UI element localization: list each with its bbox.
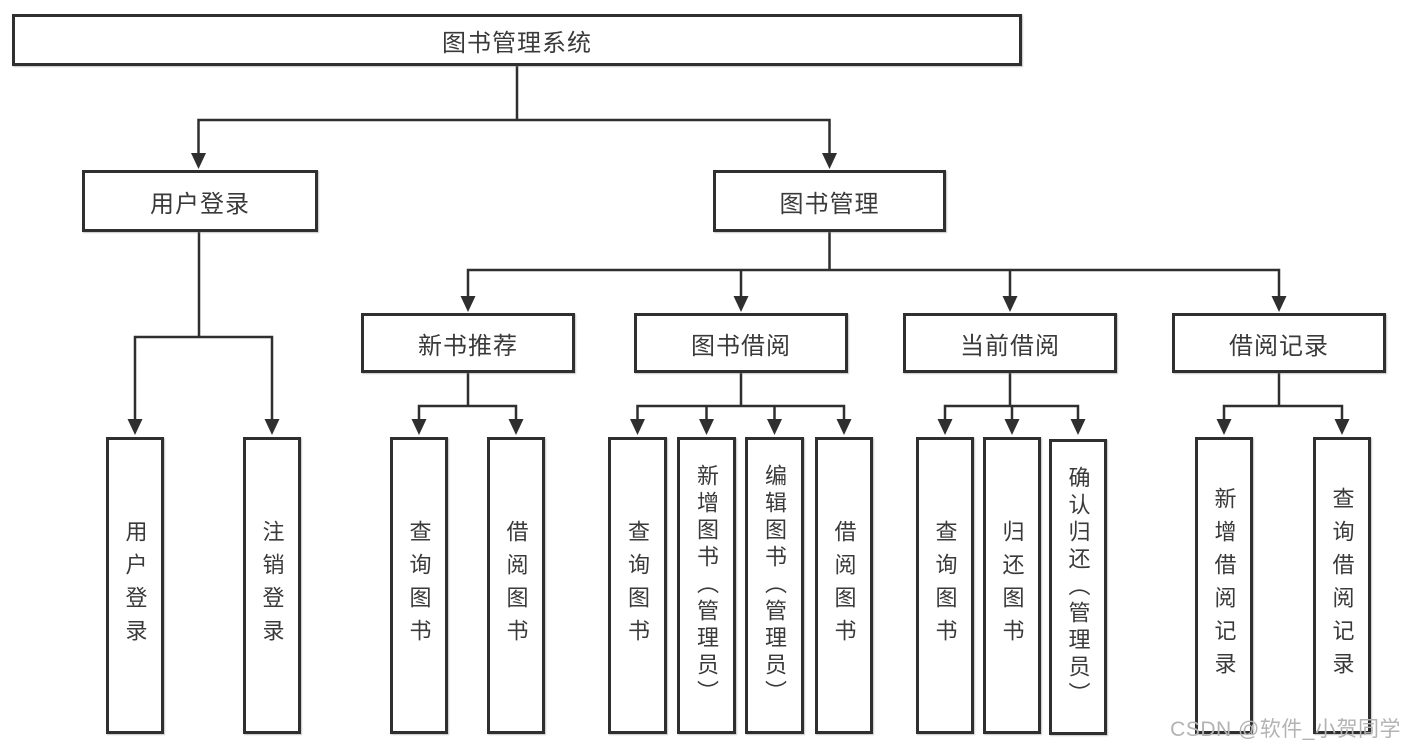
node-book-management: 图书管理 — [713, 170, 946, 232]
node-label: 查询图书 — [625, 519, 651, 652]
node-add-borrow-record: 新增借阅记录 — [1195, 437, 1253, 734]
node-book-borrowing: 图书借阅 — [634, 313, 848, 373]
node-return-books: 归还图书 — [983, 437, 1041, 734]
node-edit-books-admin: 编辑图书（管理员） — [745, 437, 804, 734]
node-label: 注销登录 — [259, 519, 285, 652]
node-label: 查询图书 — [932, 519, 958, 652]
csdn-watermark: CSDN @软件_小贺同学 — [1170, 718, 1401, 741]
node-borrow-books-borrowing: 借阅图书 — [815, 437, 873, 734]
node-label: 查询借阅记录 — [1329, 486, 1355, 685]
node-library-management-system: 图书管理系统 — [12, 14, 1022, 66]
node-label: 新书推荐 — [418, 332, 518, 360]
node-label: 新增图书（管理员） — [694, 464, 720, 707]
node-label: 当前借阅 — [960, 332, 1060, 360]
node-label: 编辑图书（管理员） — [762, 464, 788, 707]
node-query-books-recommend: 查询图书 — [390, 437, 448, 734]
node-user-login-action: 用户登录 — [106, 437, 164, 734]
node-label: 查询图书 — [406, 519, 432, 652]
node-label: 用户登录 — [122, 519, 148, 652]
node-add-books-admin: 新增图书（管理员） — [677, 437, 736, 734]
node-label: 图书借阅 — [691, 332, 791, 360]
node-confirm-return-admin: 确认归还（管理员） — [1049, 439, 1107, 735]
node-label: 归还图书 — [999, 519, 1025, 652]
node-borrowing-records: 借阅记录 — [1172, 313, 1386, 373]
node-label: 用户登录 — [150, 190, 250, 218]
node-label: 新增借阅记录 — [1211, 486, 1237, 685]
node-logout: 注销登录 — [243, 437, 301, 734]
node-label: 图书管理 — [779, 190, 880, 218]
node-user-login: 用户登录 — [82, 170, 318, 232]
node-borrow-books-recommend: 借阅图书 — [487, 437, 545, 734]
arrowhead-group — [127, 153, 1350, 435]
node-current-borrowing: 当前借阅 — [903, 313, 1117, 373]
node-label: 借阅图书 — [503, 519, 529, 652]
node-label: 图书管理系统 — [442, 29, 592, 57]
node-query-books-borrowing: 查询图书 — [608, 437, 667, 734]
node-label: 确认归还（管理员） — [1065, 465, 1091, 709]
node-label: 借阅图书 — [831, 519, 857, 652]
node-query-books-current: 查询图书 — [916, 437, 974, 734]
node-new-book-recommendation: 新书推荐 — [361, 313, 575, 373]
node-query-borrow-record: 查询借阅记录 — [1313, 437, 1371, 734]
node-label: 借阅记录 — [1229, 332, 1329, 360]
